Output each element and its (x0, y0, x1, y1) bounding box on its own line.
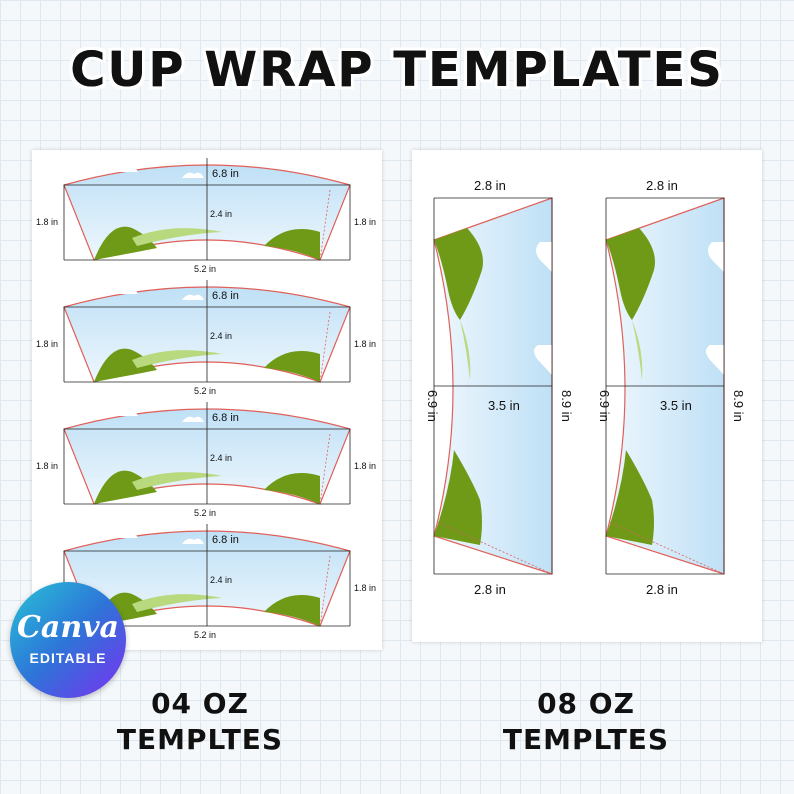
arc-length-label: 8.9 in (731, 390, 746, 422)
caption-08oz: 08 OZ TEMPLTES (466, 686, 706, 758)
caption-04oz-line1: 04 OZ (151, 687, 249, 720)
right-side-label: 1.8 in (354, 461, 376, 471)
caption-08oz-line1: 08 OZ (537, 687, 635, 720)
height-label: 2.4 in (210, 331, 232, 341)
height-label: 2.4 in (210, 209, 232, 219)
wrap-template-2: 6.8 in 2.4 in 1.8 in 1.8 in 5.2 in (36, 279, 376, 396)
sheet-04oz: 6.8 in 2.4 in 1.8 in 1.8 in 5.2 in 6.8 i… (32, 150, 382, 650)
side-length-label: 6.9 in (597, 390, 612, 422)
sheet-08oz: 2.8 in 3.5 in 2.8 in 8.9 in 6.9 in 2.8 i… (412, 150, 762, 642)
bottom-width-label: 2.8 in (646, 582, 678, 597)
caption-08oz-line2: TEMPLTES (502, 723, 670, 756)
wrap-template-8oz-1: 2.8 in 3.5 in 2.8 in 8.9 in 6.9 in (425, 178, 574, 597)
bottom-width-label: 5.2 in (194, 630, 216, 640)
editable-label: EDITABLE (29, 650, 107, 666)
top-width-label: 6.8 in (212, 290, 239, 302)
left-side-label: 1.8 in (36, 461, 58, 471)
middle-label: 3.5 in (488, 398, 520, 413)
arc-length-label: 8.9 in (559, 390, 574, 422)
right-side-label: 1.8 in (354, 339, 376, 349)
bottom-width-label: 2.8 in (474, 582, 506, 597)
top-width-label: 6.8 in (212, 168, 239, 180)
height-label: 2.4 in (210, 453, 232, 463)
page-title: CUP WRAP TEMPLATES (70, 42, 724, 98)
bottom-width-label: 5.2 in (194, 264, 216, 274)
canva-editable-badge: Canva EDITABLE (10, 582, 126, 698)
top-width-label: 2.8 in (646, 178, 678, 193)
wrap-template-1: 6.8 in 2.4 in 1.8 in 1.8 in 5.2 in (36, 157, 376, 274)
caption-04oz-line2: TEMPLTES (116, 723, 284, 756)
top-width-label: 2.8 in (474, 178, 506, 193)
bottom-width-label: 5.2 in (194, 386, 216, 396)
wrap-template-8oz-2: 2.8 in 3.5 in 2.8 in 8.9 in 6.9 in (597, 178, 746, 597)
left-side-label: 1.8 in (36, 339, 58, 349)
top-width-label: 6.8 in (212, 412, 239, 424)
canva-logo: Canva (17, 610, 119, 645)
height-label: 2.4 in (210, 575, 232, 585)
right-side-label: 1.8 in (354, 583, 376, 593)
bottom-width-label: 5.2 in (194, 508, 216, 518)
left-side-label: 1.8 in (36, 217, 58, 227)
top-width-label: 6.8 in (212, 534, 239, 546)
caption-04oz: 04 OZ TEMPLTES (80, 686, 320, 758)
middle-label: 3.5 in (660, 398, 692, 413)
side-length-label: 6.9 in (425, 390, 440, 422)
right-side-label: 1.8 in (354, 217, 376, 227)
wrap-template-4: 6.8 in 2.4 in 1.8 in 5.2 in (63, 523, 376, 640)
wrap-template-3: 6.8 in 2.4 in 1.8 in 1.8 in 5.2 in (36, 401, 376, 518)
